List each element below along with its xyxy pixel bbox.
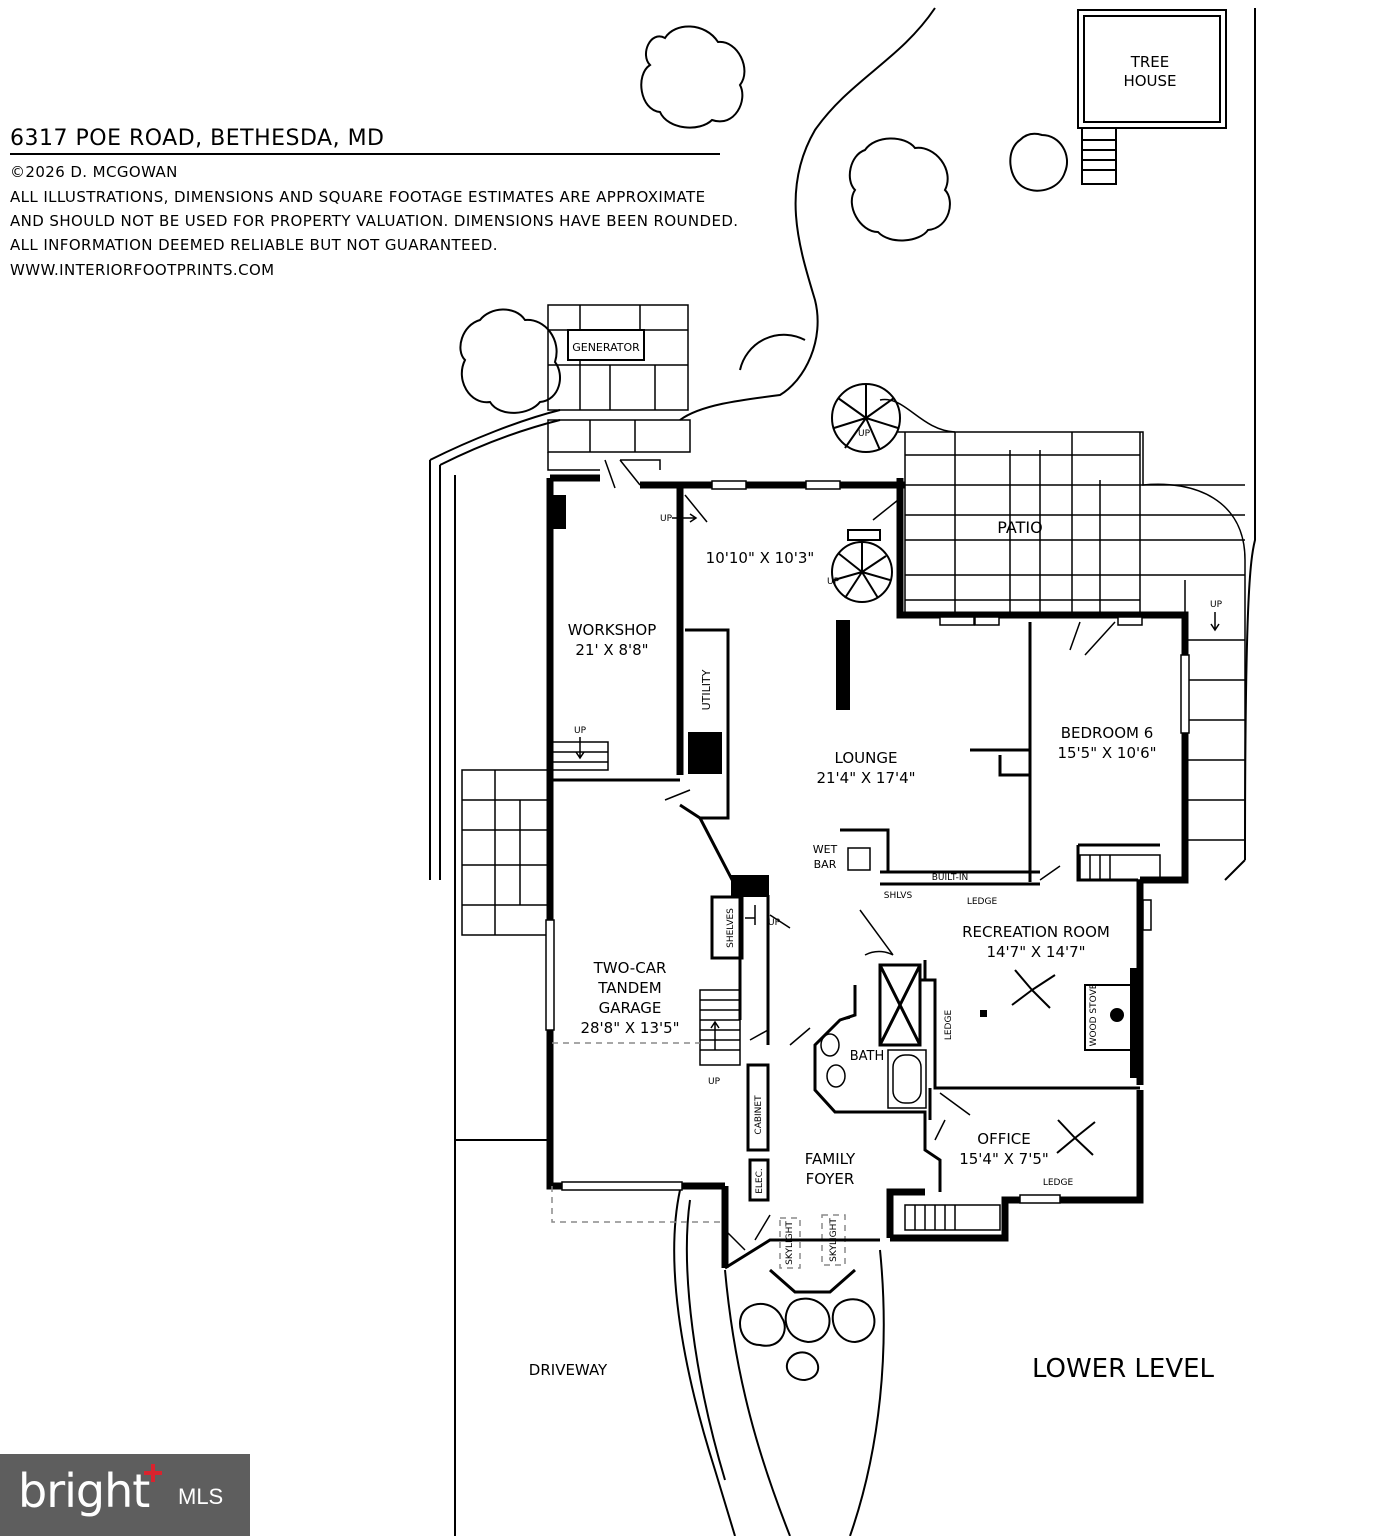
logo-word: bright — [18, 1464, 150, 1518]
disclaimer-line-3: ALL INFORMATION DEEMED RELIABLE BUT NOT … — [10, 236, 498, 254]
shrub-icon — [784, 1297, 831, 1344]
recreation-room-label: RECREATION ROOM — [962, 923, 1110, 941]
bedroom-dimensions: 15'5" X 10'6" — [1057, 744, 1156, 762]
bedroom-label: BEDROOM 6 — [1061, 724, 1154, 742]
tree-icon — [459, 308, 561, 414]
lounge-dimensions: 21'4" X 17'4" — [816, 769, 915, 787]
up-label: UP — [1210, 600, 1223, 610]
lounge-label: LOUNGE — [835, 749, 898, 767]
ledge-office-label: LEDGE — [1043, 1178, 1074, 1188]
foyer-label-1: FAMILY — [805, 1150, 856, 1168]
foyer-label-2: FOYER — [806, 1170, 855, 1188]
interior-walls — [550, 622, 1160, 1202]
garage-label-1: TWO-CAR — [593, 959, 667, 977]
skylight-label-1: SKYLIGHT — [785, 1221, 795, 1265]
driveway-label: DRIVEWAY — [529, 1361, 608, 1379]
logo-spark-icon — [144, 1464, 162, 1482]
disclaimer-line-1: ALL ILLUSTRATIONS, DIMENSIONS AND SQUARE… — [10, 188, 706, 206]
ledge-side-label: LEDGE — [944, 1010, 954, 1041]
workshop-dimensions: 21' X 8'8" — [575, 641, 648, 659]
tree-icon — [848, 137, 951, 242]
copyright-line: ©2026 D. MCGOWAN — [10, 163, 178, 181]
garage-dimensions: 28'8" X 13'5" — [580, 1019, 679, 1037]
ceiling-fan-icon — [1011, 969, 1056, 1009]
office-label: OFFICE — [977, 1130, 1030, 1148]
stairs — [553, 741, 1161, 1231]
shelves-label-short: SHLVS — [884, 891, 913, 901]
wall-blocks — [550, 495, 1142, 1078]
up-label: UP — [708, 1077, 721, 1087]
tree-house-label-2: HOUSE — [1123, 72, 1176, 90]
utility-label: UTILITY — [700, 669, 713, 710]
generator-box — [567, 329, 645, 361]
utility-unit — [688, 732, 722, 774]
website-link[interactable]: WWW.INTERIORFOOTPRINTS.COM — [10, 261, 275, 279]
bath-label: BATH — [850, 1049, 885, 1064]
cabinet-label: CABINET — [754, 1095, 764, 1135]
level-label: LOWER LEVEL — [1032, 1354, 1215, 1384]
windows — [545, 480, 1190, 1204]
shrub-icon — [831, 1298, 876, 1344]
elec-label: ELEC. — [755, 1168, 765, 1194]
arrow-icons — [575, 513, 1220, 1050]
property-address: 6317 POE ROAD, BETHESDA, MD — [10, 126, 385, 151]
shrub-icon — [739, 1302, 786, 1347]
office-dimensions: 15'4" X 7'5" — [959, 1150, 1049, 1168]
spiral-stair-outside — [831, 383, 901, 453]
up-label: UP — [660, 514, 673, 524]
header-rule — [10, 153, 720, 155]
garage-label-3: GARAGE — [599, 999, 662, 1017]
trees — [459, 25, 1068, 1382]
logo-suffix: MLS — [178, 1484, 224, 1509]
ceiling-fan-icon — [1056, 1119, 1096, 1156]
wood-stove — [1084, 984, 1132, 1051]
stair-up-label: UP — [858, 429, 871, 439]
bath-fixtures — [820, 847, 927, 1109]
up-label: UP — [574, 726, 587, 736]
ledge-label: LEDGE — [967, 897, 998, 907]
site-lines — [429, 7, 1256, 1536]
bright-mls-logo: bright MLS — [0, 1454, 250, 1536]
garage-label-2: TANDEM — [597, 979, 661, 997]
tree-icon — [640, 25, 746, 129]
workshop-label: WORKSHOP — [568, 621, 657, 639]
tree-house-label-1: TREE — [1130, 53, 1170, 71]
skylight-label-2: SKYLIGHT — [829, 1218, 839, 1262]
built-in-label: BUILT-IN — [932, 873, 969, 883]
shelves-label: SHELVES — [726, 908, 736, 948]
shrub-icon — [785, 1351, 820, 1382]
tree-icon — [1009, 132, 1068, 192]
tree-house — [1077, 9, 1227, 185]
wet-bar-label-1: WET — [813, 843, 838, 856]
doors — [604, 459, 1116, 1251]
patio-label: PATIO — [997, 518, 1042, 537]
wet-bar-label-2: BAR — [814, 858, 837, 871]
bay-window — [724, 1238, 880, 1294]
stair-room-dimensions: 10'10" X 10'3" — [706, 549, 815, 567]
dashed-lines — [551, 1042, 846, 1269]
post-icon — [980, 1010, 987, 1017]
spiral-stair-inside — [831, 529, 893, 603]
recreation-room-dimensions: 14'7" X 14'7" — [986, 943, 1085, 961]
disclaimer-line-2: AND SHOULD NOT BE USED FOR PROPERTY VALU… — [10, 212, 739, 230]
up-label: UP — [768, 918, 781, 928]
generator-label: GENERATOR — [572, 341, 640, 354]
wood-stove-label: WOOD STOVE — [1089, 983, 1099, 1046]
stair-up-label: UP — [827, 577, 840, 587]
